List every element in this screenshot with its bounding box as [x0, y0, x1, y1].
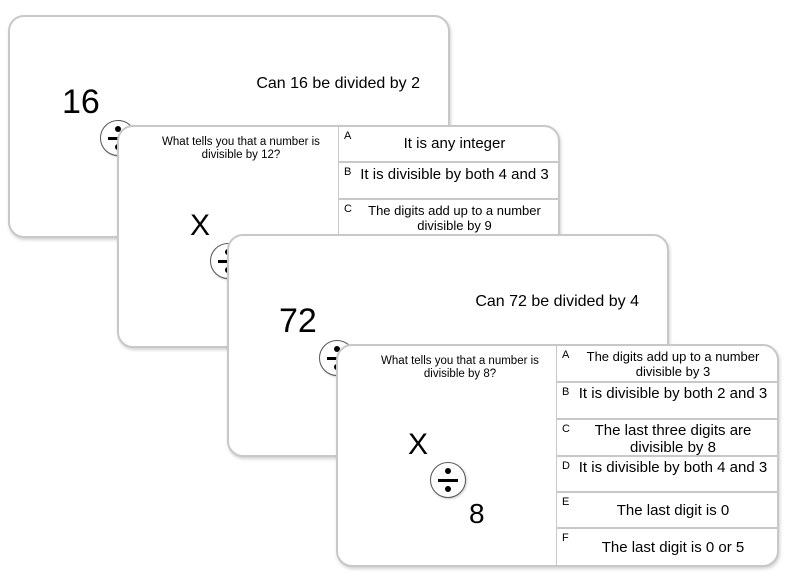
option-letter: A	[344, 130, 352, 142]
option-c[interactable]: C The digits add up to a number divisibl…	[339, 200, 558, 240]
option-letter: F	[562, 532, 569, 544]
option-letter: B	[344, 166, 352, 178]
option-f[interactable]: F The last digit is 0 or 5	[557, 529, 777, 565]
card-4-options: A The digits add up to a number divisibl…	[556, 346, 777, 565]
card-1-number: 16	[62, 83, 100, 121]
option-letter: C	[344, 203, 352, 215]
option-text: The digits add up to a number divisible …	[368, 203, 541, 233]
option-text: It is any integer	[403, 135, 506, 152]
option-e[interactable]: E The last digit is 0	[557, 493, 777, 529]
option-text: It is divisible by both 4 and 3	[578, 459, 768, 476]
option-letter: B	[562, 386, 570, 398]
card-2-prompt: What tells you that a number is divisibl…	[162, 136, 320, 161]
card-4-divisor: 8	[469, 498, 485, 529]
option-b[interactable]: B It is divisible by both 4 and 3	[339, 163, 558, 200]
option-a[interactable]: A It is any integer	[339, 127, 558, 163]
option-letter: E	[562, 496, 570, 508]
card-2-options: A It is any integer B It is divisible by…	[338, 127, 558, 346]
card-1-question: Can 16 be divided by 2	[256, 75, 420, 92]
option-c[interactable]: C The last three digits are divisible by…	[557, 420, 777, 457]
option-text: The last three digits are divisible by 8	[594, 422, 752, 456]
option-letter: D	[562, 460, 570, 472]
option-b[interactable]: B It is divisible by both 2 and 3	[557, 383, 777, 420]
option-a[interactable]: A The digits add up to a number divisibl…	[557, 346, 777, 383]
option-d[interactable]: D It is divisible by both 4 and 3	[557, 457, 777, 493]
card-3-question: Can 72 be divided by 4	[475, 293, 639, 310]
card-4-prompt: What tells you that a number is divisibl…	[381, 355, 539, 380]
card-4-x: X	[408, 428, 429, 461]
option-letter: C	[562, 423, 570, 435]
card-2-x: X	[190, 209, 211, 242]
card-4: What tells you that a number is divisibl…	[336, 344, 779, 567]
option-letter: A	[562, 349, 570, 361]
option-text: The last digit is 0	[616, 502, 730, 519]
option-text: It is divisible by both 2 and 3	[578, 385, 768, 402]
option-text: The last digit is 0 or 5	[601, 539, 745, 556]
card-3-number: 72	[279, 302, 317, 340]
option-text: The digits add up to a number divisible …	[586, 349, 760, 379]
option-text: It is divisible by both 4 and 3	[360, 166, 549, 183]
divide-icon	[430, 462, 466, 498]
